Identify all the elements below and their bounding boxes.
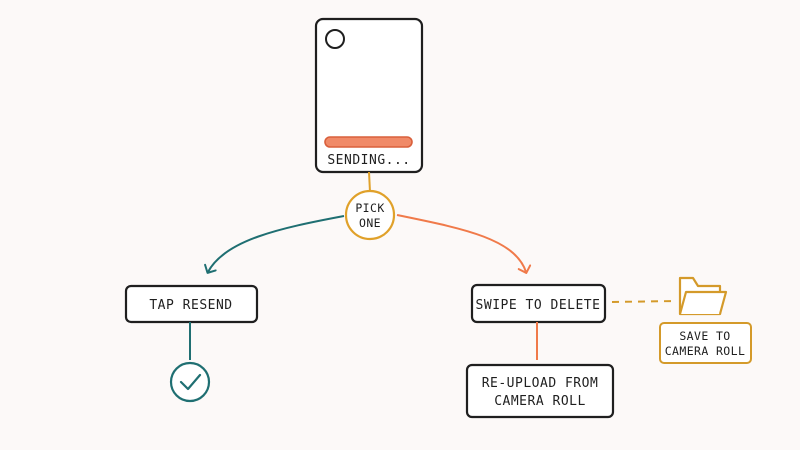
save-line1: SAVE TO [679,329,730,343]
tap-resend-label: TAP RESEND [149,298,232,313]
camera-icon [325,29,345,49]
right-branch-arrow [396,214,532,274]
swipe-to-delete-label: SWIPE TO DELETE [476,298,601,313]
save-to-camera-roll-node[interactable]: SAVE TO CAMERA ROLL [659,322,752,364]
reupload-line1: RE-UPLOAD FROM [482,376,599,391]
save-line2: CAMERA ROLL [665,344,746,358]
phone-status-text: SENDING... [327,153,410,168]
decision-line2: ONE [359,216,381,230]
decision-line1: PICK [355,201,384,215]
tap-resend-node[interactable]: TAP RESEND [124,284,259,324]
check-circle-icon [169,361,211,403]
swipe-to-delete-node[interactable]: SWIPE TO DELETE [470,283,607,324]
phone-card: SENDING... [314,17,424,174]
progress-bar [324,136,413,148]
reupload-node[interactable]: RE-UPLOAD FROM CAMERA ROLL [465,363,615,419]
phone-to-decision-line [368,171,371,193]
left-branch-arrow [204,215,345,274]
decision-node[interactable]: PICK ONE [344,189,396,241]
folder-icon [678,276,728,316]
delete-to-save-dashed-line [611,300,677,303]
reupload-line2: CAMERA ROLL [494,394,586,409]
